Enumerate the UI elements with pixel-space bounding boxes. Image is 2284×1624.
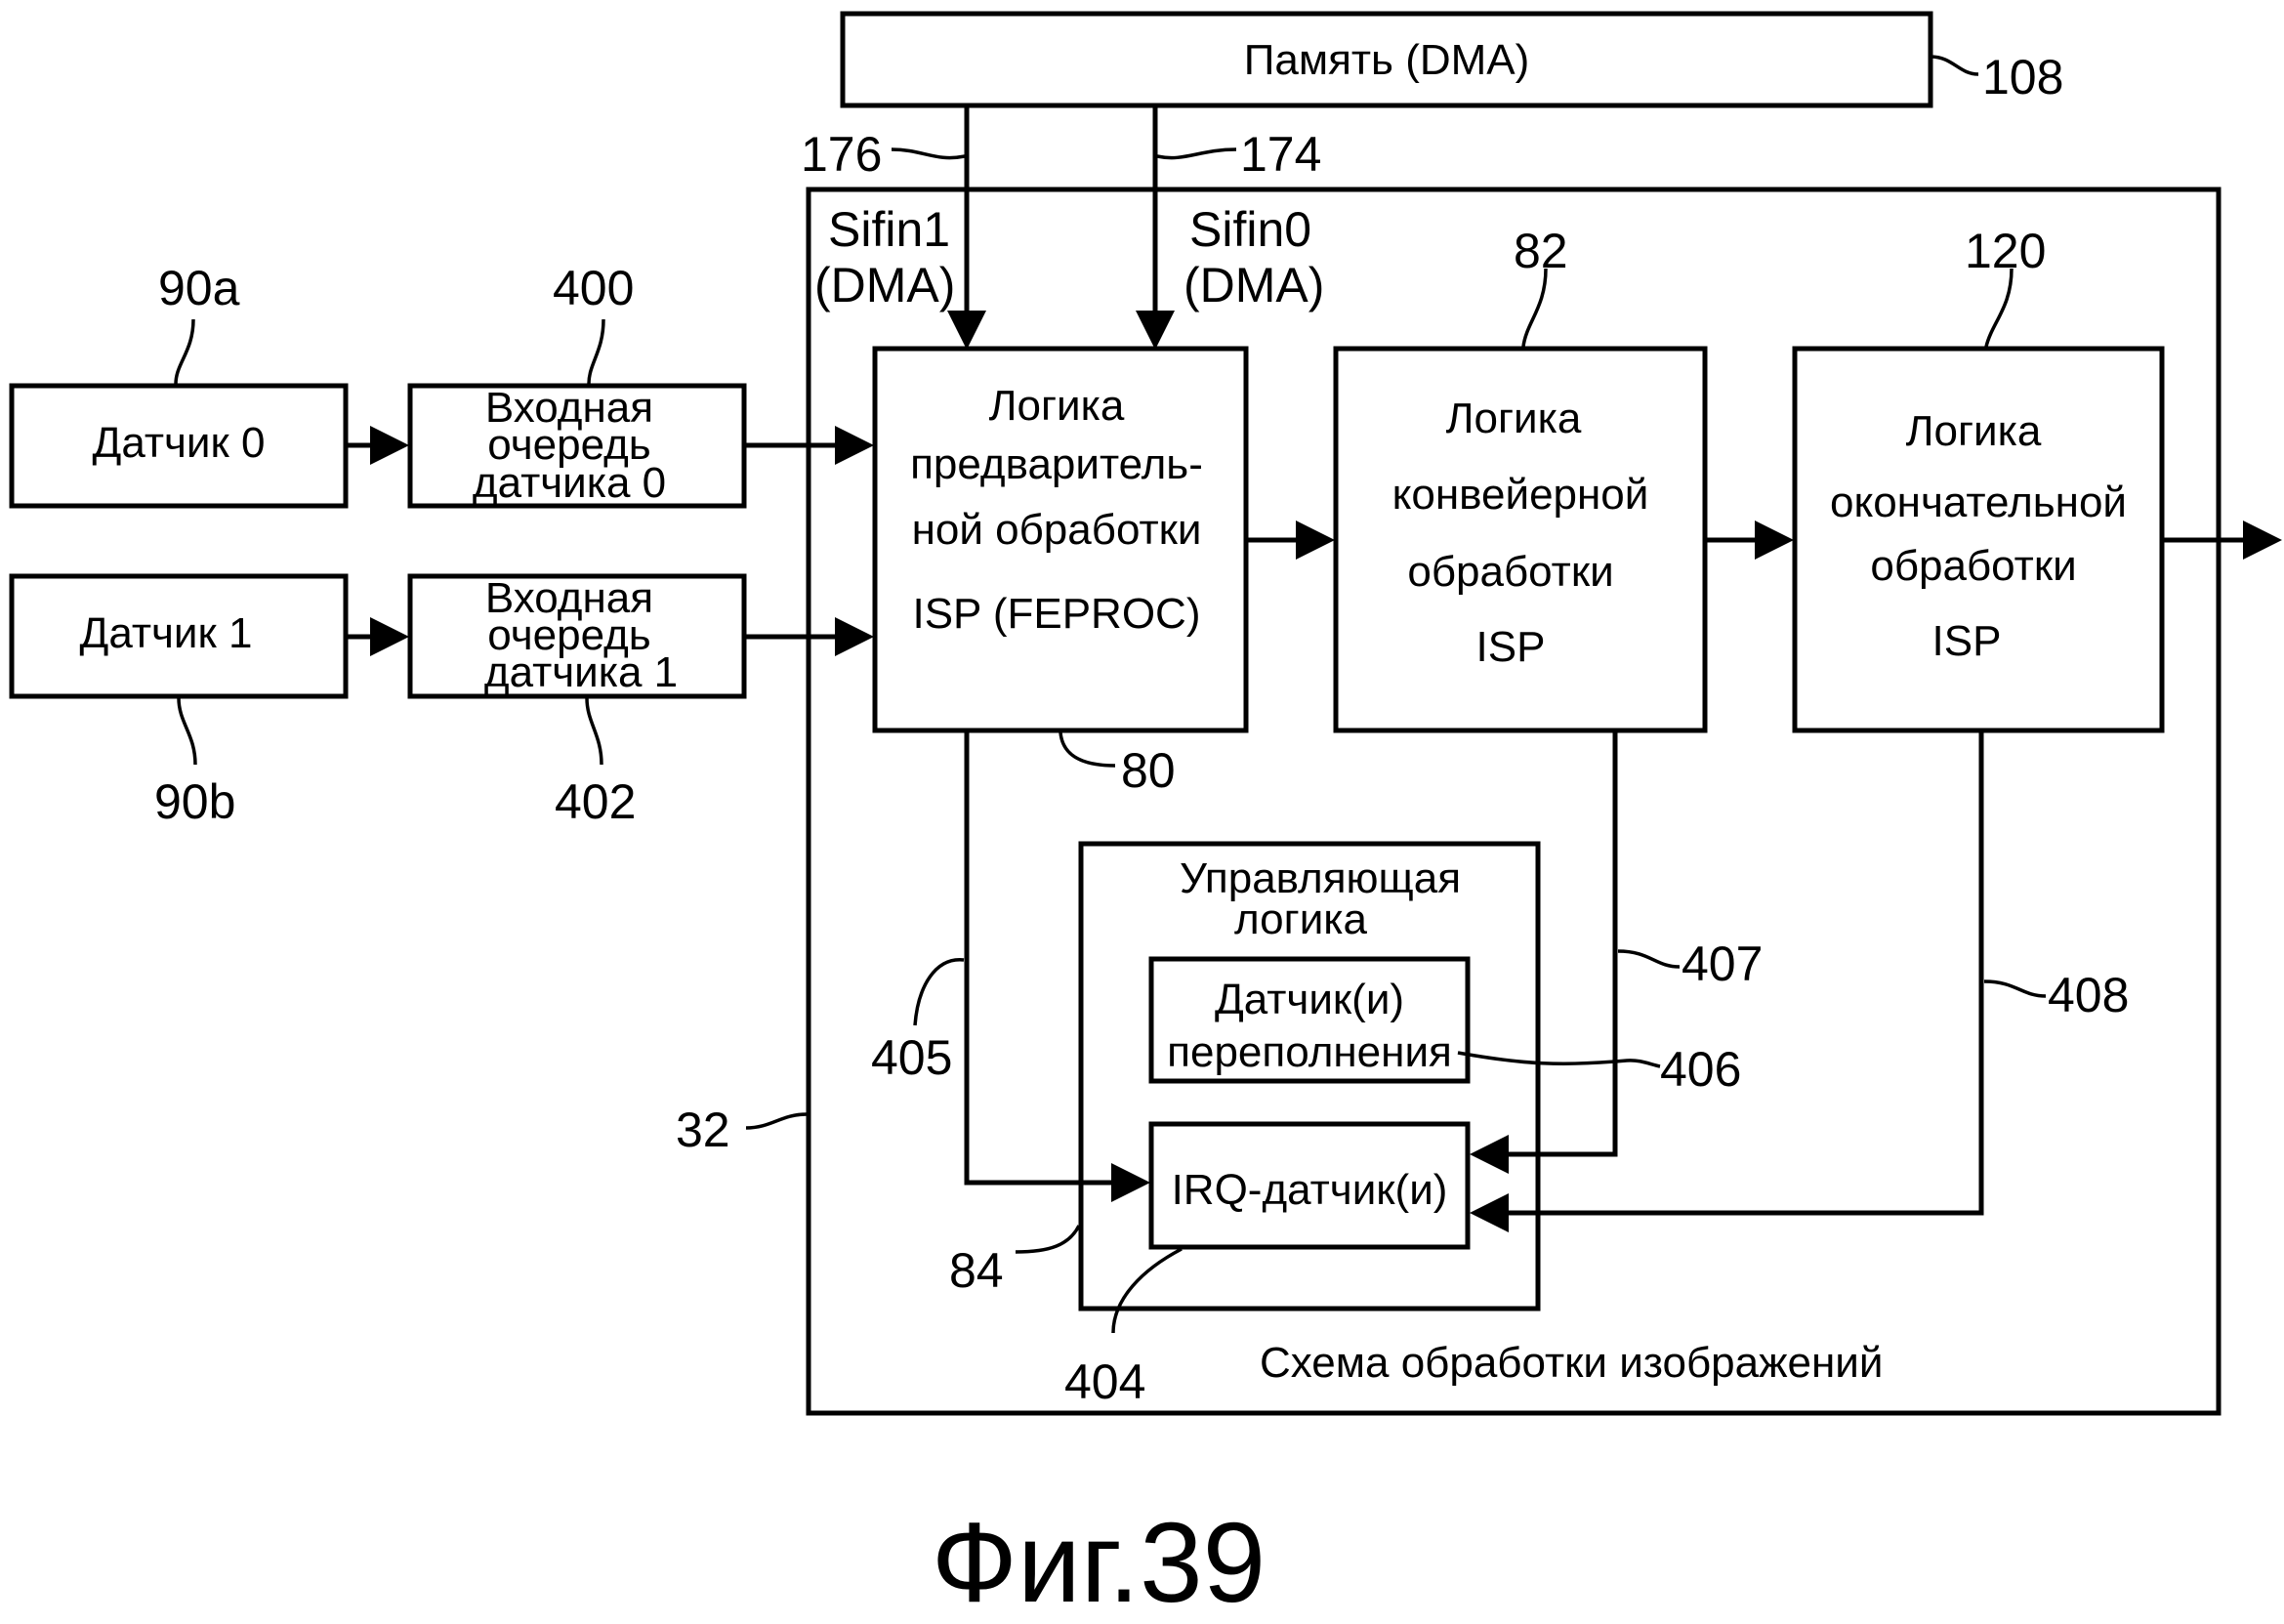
sifin1-ref: 176 bbox=[801, 127, 882, 182]
sensor-1-input-queue: Входная очередь датчика 1 bbox=[407, 573, 747, 699]
frontend-line-2: предваритель- bbox=[910, 440, 1203, 488]
sifin1-mode: (DMA) bbox=[814, 258, 955, 312]
frontend-line-4: ISP (FEPROC) bbox=[912, 590, 1200, 638]
isp-backend-logic-block: Логика окончательной обработки ISP bbox=[1792, 346, 2165, 733]
control-line-1: Управляющая bbox=[1180, 854, 1461, 902]
sensor-0-label: Датчик 0 bbox=[93, 419, 266, 467]
overflow-interrupts-block: Датчик(и) переполнения bbox=[1148, 956, 1471, 1084]
backend-irq-ref: 408 bbox=[2048, 968, 2129, 1022]
circuit-ref: 32 bbox=[676, 1103, 730, 1157]
isp-frontend-logic-block: Логика предваритель- ной обработки ISP (… bbox=[872, 346, 1249, 733]
control-ref: 84 bbox=[949, 1243, 1004, 1298]
backend-line-2: окончательной bbox=[1830, 479, 2127, 526]
frontend-irq-line bbox=[964, 730, 1150, 1202]
sensor-1-block: Датчик 1 bbox=[9, 573, 349, 699]
backend-line-1: Логика bbox=[1906, 407, 2042, 455]
sensor-1-ref: 90b bbox=[154, 774, 235, 829]
overflow-line-2: переполнения bbox=[1167, 1028, 1452, 1076]
queue-0-ref: 400 bbox=[553, 261, 634, 315]
image-processing-circuit: Схема обработки изображений bbox=[806, 187, 2222, 1416]
pipeline-line-3: обработки bbox=[1407, 548, 1613, 596]
pipeline-irq-ref: 407 bbox=[1682, 937, 1763, 991]
sensor-0-ref: 90a bbox=[158, 261, 240, 315]
backend-line-4: ISP bbox=[1932, 617, 2002, 665]
backend-ref: 120 bbox=[1965, 224, 2046, 278]
frontend-ref: 80 bbox=[1121, 743, 1176, 798]
irq-interrupts-block: IRQ-датчик(и) bbox=[1148, 1121, 1471, 1250]
pipeline-line-2: конвейерной bbox=[1392, 471, 1649, 519]
frontend-line-1: Логика bbox=[989, 382, 1125, 430]
sensor-0-block: Датчик 0 bbox=[9, 383, 349, 509]
pipeline-irq-line bbox=[1470, 730, 1618, 1174]
sifin0-mode: (DMA) bbox=[1184, 258, 1324, 312]
overflow-line-1: Датчик(и) bbox=[1215, 976, 1404, 1023]
irq-ref: 404 bbox=[1064, 1354, 1145, 1409]
queue-0-line-1: Входная bbox=[485, 384, 653, 432]
queue-0-line-3: датчика 0 bbox=[473, 459, 666, 507]
backend-irq-line bbox=[1470, 730, 1984, 1232]
irq-label: IRQ-датчик(и) bbox=[1172, 1166, 1448, 1214]
isp-pipeline-logic-block: Логика конвейерной обработки ISP bbox=[1333, 346, 1708, 733]
sifin0-name: Sifin0 bbox=[1189, 202, 1311, 257]
queue-0-line-2: очередь bbox=[487, 421, 650, 469]
pipeline-line-1: Логика bbox=[1446, 395, 1582, 442]
sifin1-name: Sifin1 bbox=[828, 202, 950, 257]
figure-caption: Фиг.39 bbox=[932, 1499, 1266, 1624]
memory-ref: 108 bbox=[1982, 50, 2063, 104]
overflow-ref: 406 bbox=[1660, 1042, 1741, 1097]
sensor-1-label: Датчик 1 bbox=[80, 609, 253, 657]
pipeline-ref: 82 bbox=[1514, 224, 1568, 278]
queue-1-line-1: Входная bbox=[485, 574, 653, 622]
sifin0-ref: 174 bbox=[1240, 127, 1321, 182]
memory-label: Память (DMA) bbox=[1244, 36, 1530, 84]
backend-line-3: обработки bbox=[1870, 542, 2076, 590]
control-line-2: логика bbox=[1234, 895, 1367, 943]
queue-1-ref: 402 bbox=[555, 774, 636, 829]
frontend-line-3: ной обработки bbox=[912, 506, 1202, 554]
queue-1-line-2: очередь bbox=[487, 611, 650, 659]
memory-block: Память (DMA) bbox=[840, 11, 1933, 108]
control-logic-block: Управляющая логика bbox=[1078, 841, 1541, 1312]
frontend-irq-ref: 405 bbox=[871, 1030, 952, 1085]
pipeline-line-4: ISP bbox=[1476, 623, 1546, 671]
queue-1-line-3: датчика 1 bbox=[484, 648, 678, 696]
sensor-0-input-queue: Входная очередь датчика 0 bbox=[407, 383, 747, 509]
circuit-label: Схема обработки изображений bbox=[1260, 1339, 1883, 1387]
